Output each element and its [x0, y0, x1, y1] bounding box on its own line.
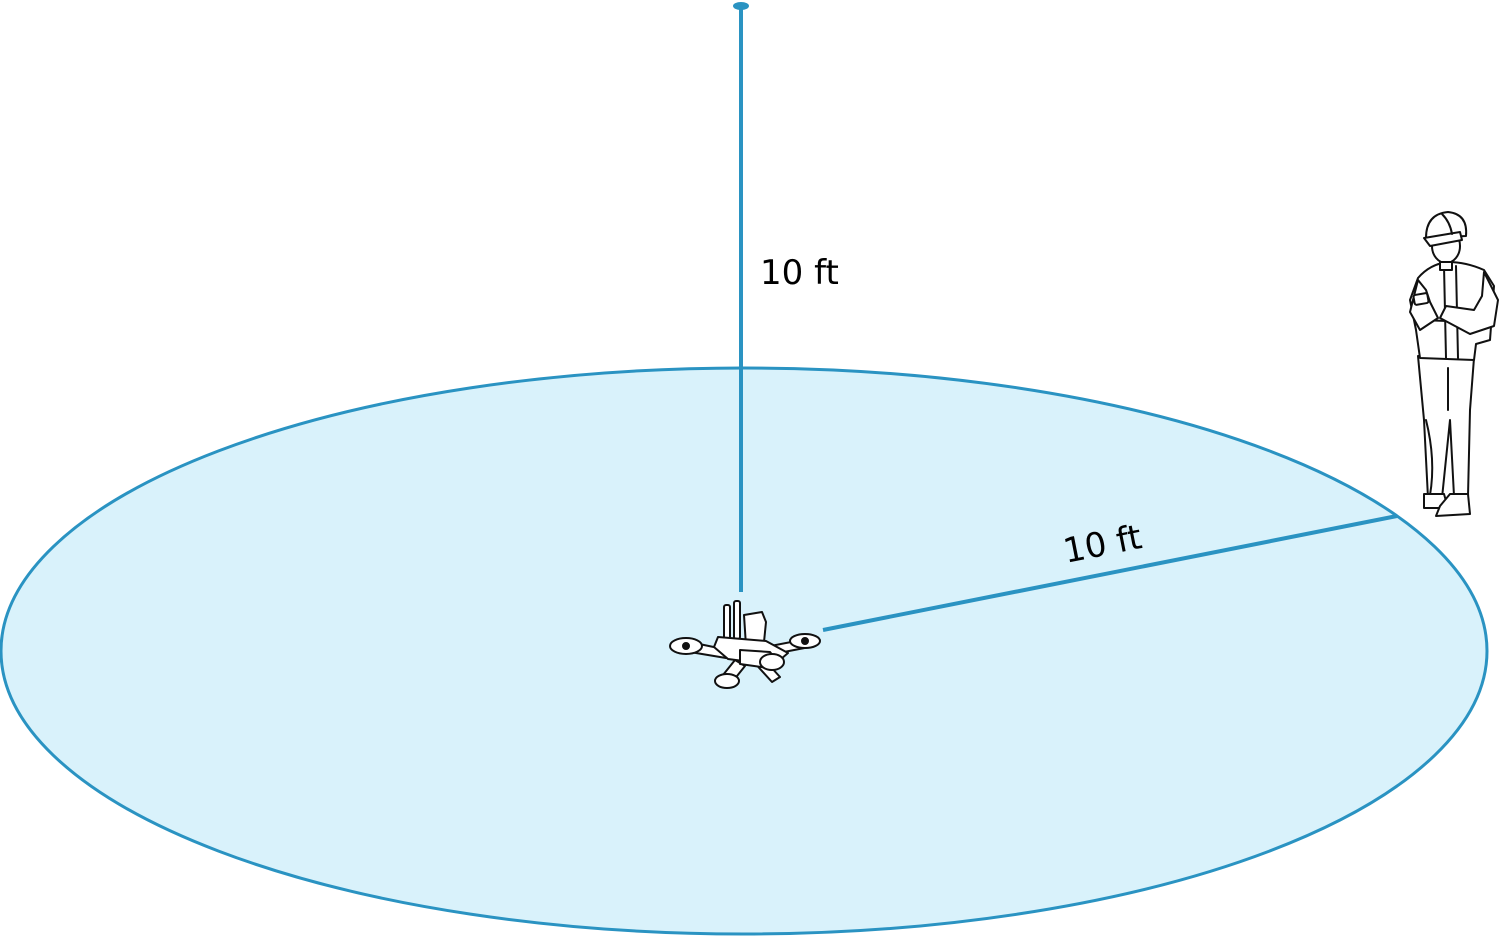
drone-icon [669, 600, 821, 689]
pilot-person-icon [1409, 211, 1499, 517]
height-line-endpoint [733, 2, 749, 10]
radius-line [822, 514, 1398, 632]
height-label: 10 ft [760, 253, 839, 293]
height-dimension: 10 ft [733, 2, 839, 592]
